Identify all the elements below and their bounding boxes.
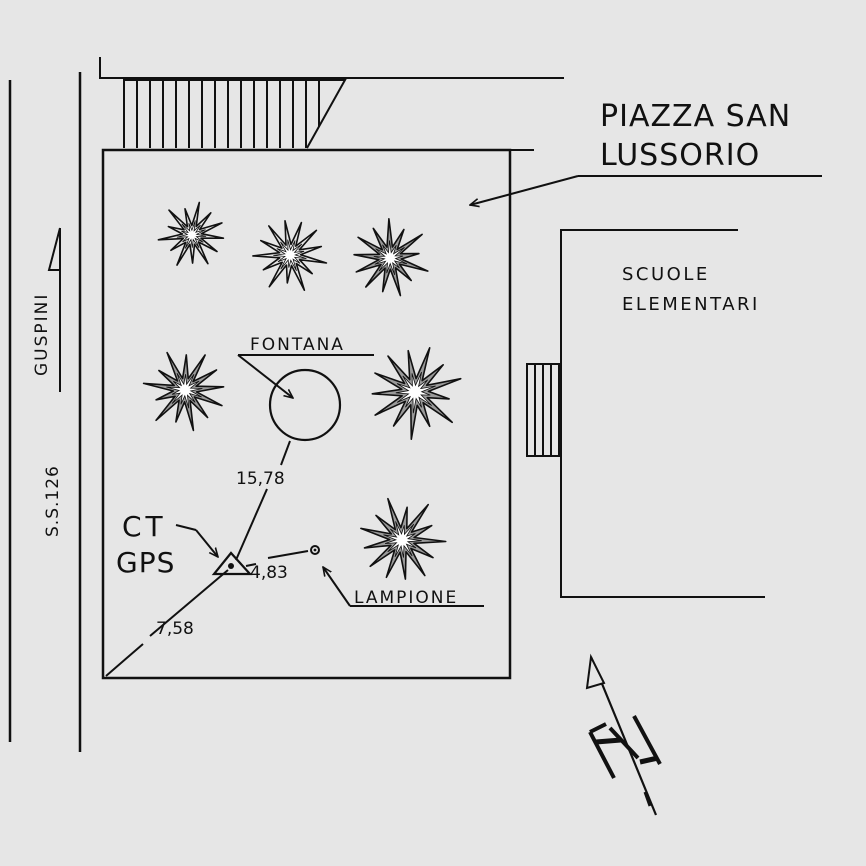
measure-line-corner-lower bbox=[105, 643, 144, 677]
tree-group bbox=[142, 201, 462, 580]
tree-icon bbox=[360, 497, 447, 580]
northern-building-edge bbox=[99, 57, 564, 79]
stairs-top-outline bbox=[123, 79, 347, 149]
tree-core bbox=[395, 371, 436, 414]
tree-icon bbox=[371, 347, 462, 440]
ss126-label: S.S.126 bbox=[43, 465, 63, 537]
tree-canopy bbox=[252, 220, 328, 291]
road-ss126 bbox=[8, 72, 82, 752]
ct-label: CT bbox=[122, 510, 167, 543]
measure-label-fountain: 15,78 bbox=[236, 469, 285, 489]
tree-icon bbox=[142, 351, 225, 432]
tree-icon bbox=[252, 220, 328, 291]
piazza-outline bbox=[101, 148, 512, 680]
stairs-top bbox=[123, 79, 347, 149]
measure-line-lamp-left bbox=[245, 563, 257, 567]
tree-core bbox=[383, 521, 422, 558]
school-label-line1: SCUOLE bbox=[622, 264, 710, 285]
school-building bbox=[560, 229, 765, 598]
ct-gps-leader bbox=[175, 524, 218, 557]
north-arrow-icon bbox=[585, 653, 662, 816]
measure-label-lamp: 4,83 bbox=[250, 563, 288, 583]
guspini-arrow-icon bbox=[47, 227, 61, 392]
tree-core bbox=[166, 372, 203, 409]
measure-label-corner: 7,58 bbox=[156, 619, 194, 639]
fountain-circle bbox=[268, 368, 342, 442]
measure-line-lamp-right bbox=[267, 550, 309, 559]
stairs-school bbox=[526, 363, 562, 457]
measure-line-fountain-upper bbox=[280, 440, 291, 466]
triangle-marker-icon bbox=[211, 551, 253, 576]
piazza-label-line1: PIAZZA SAN bbox=[600, 99, 791, 134]
piazza-leader bbox=[470, 175, 822, 205]
gps-label: GPS bbox=[116, 546, 175, 579]
school-label-line2: ELEMENTARI bbox=[622, 294, 760, 315]
lampione-label: LAMPIONE bbox=[354, 588, 458, 608]
school-outline bbox=[560, 229, 765, 598]
lamp-post-icon bbox=[310, 545, 320, 555]
piazza-label-line2: LUSSORIO bbox=[600, 138, 760, 173]
measure-line-fountain-lower bbox=[235, 488, 268, 561]
lampione-leader bbox=[323, 567, 484, 607]
fontana-leader bbox=[237, 354, 374, 398]
tree-core bbox=[273, 239, 307, 271]
fontana-label: FONTANA bbox=[250, 335, 345, 355]
measurement-lines bbox=[105, 440, 309, 677]
tree-core bbox=[176, 220, 207, 249]
tree-icon bbox=[353, 218, 429, 297]
guspini-label: GUSPINI bbox=[32, 293, 52, 376]
measure-line-corner-upper bbox=[149, 569, 229, 637]
tree-icon bbox=[157, 201, 225, 266]
tree-core bbox=[373, 240, 408, 276]
tree-canopy bbox=[157, 201, 225, 266]
